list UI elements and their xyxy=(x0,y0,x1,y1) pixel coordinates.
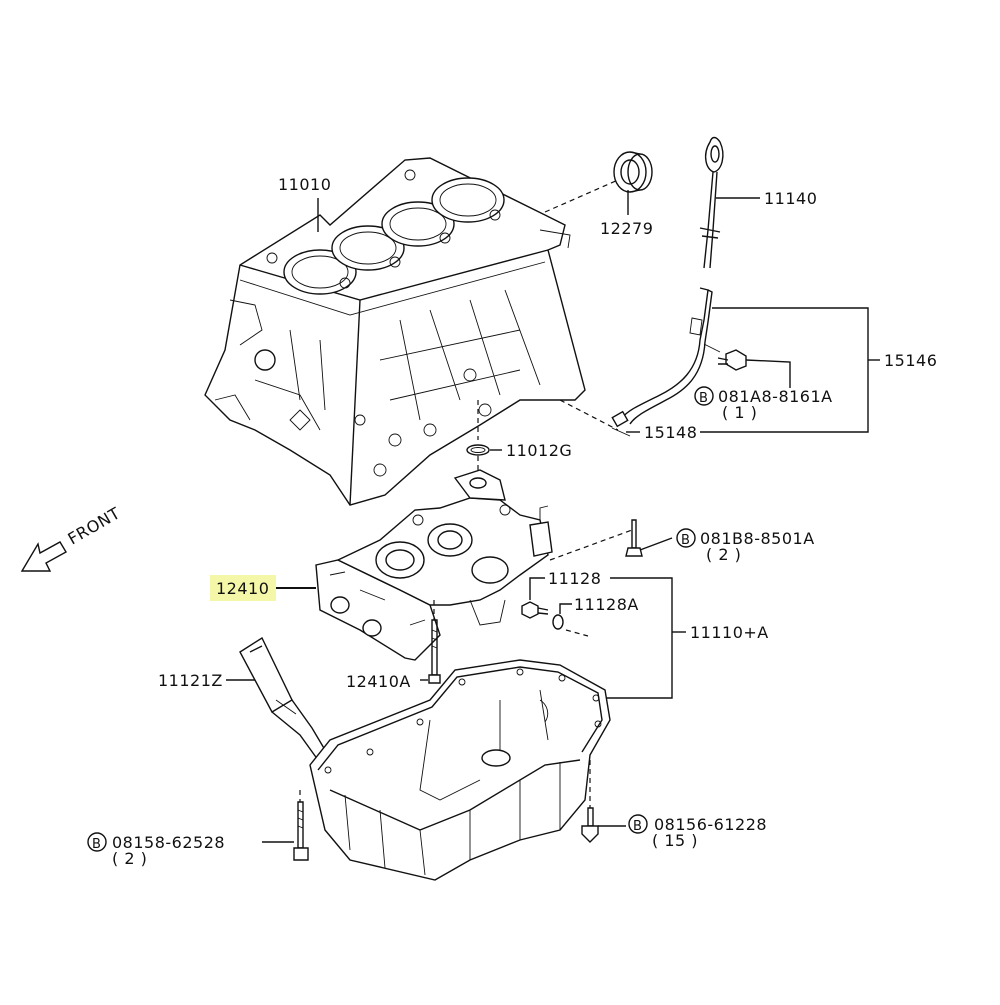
b-mark-08156: B xyxy=(633,819,642,834)
drain-plug-drawing xyxy=(521,601,564,630)
guide-bolt-drawing xyxy=(717,349,747,371)
balancer-bolt-leader xyxy=(639,537,673,551)
pan-bolt-short-drawing xyxy=(581,807,599,843)
dipstick-guide-drawing xyxy=(611,287,721,437)
dipstick-drawing xyxy=(699,136,724,269)
label-12279: 12279 xyxy=(600,219,653,238)
label-08156: 08156-61228 xyxy=(654,815,767,834)
rear-oil-seal-drawing xyxy=(613,151,653,193)
cylinder-block-drawing xyxy=(204,157,586,506)
label-11012G: 11012G xyxy=(506,441,572,460)
label-11010: 11010 xyxy=(278,175,331,194)
oil-pan-drawing xyxy=(309,659,611,881)
b-mark-081B8: B xyxy=(681,533,690,548)
front-label: FRONT xyxy=(65,503,124,548)
label-11110A: 11110+A xyxy=(690,623,769,642)
label-12410A: 12410A xyxy=(346,672,411,691)
qty-081B8: ( 2 ) xyxy=(706,545,741,564)
stud-bolt-drawing xyxy=(428,619,441,684)
label-15148: 15148 xyxy=(644,423,697,442)
highlight-12410 xyxy=(210,575,276,601)
label-15146: 15146 xyxy=(884,351,937,370)
balancer-dashed xyxy=(549,529,633,561)
washer-dashed xyxy=(565,629,589,637)
qty-081A8: ( 1 ) xyxy=(722,403,757,422)
b-mark-icon xyxy=(628,814,648,834)
washer-leader xyxy=(559,603,572,614)
label-081B8: 081B8-8501A xyxy=(700,529,815,548)
balancer-unit-drawing xyxy=(315,469,553,661)
b-mark-081A8: B xyxy=(699,391,708,406)
guide-dashed xyxy=(559,399,619,431)
bracket-15146 xyxy=(700,307,869,433)
b-mark-08158: B xyxy=(92,837,101,852)
front-arrow-icon xyxy=(20,541,67,572)
guide-bolt-leader xyxy=(745,359,791,388)
pan-bolt-long-drawing xyxy=(293,801,309,861)
qty-08156: ( 15 ) xyxy=(652,831,698,850)
balancer-bolt-drawing xyxy=(625,519,643,557)
b-mark-icon xyxy=(694,386,714,406)
label-11121Z: 11121Z xyxy=(158,671,223,690)
label-12410: 12410 xyxy=(216,579,269,598)
oil-strainer-drawing xyxy=(239,636,329,761)
label-11128A: 11128A xyxy=(574,595,639,614)
drain-plug-leader xyxy=(529,577,545,600)
label-081A8: 081A8-8161A xyxy=(718,387,833,406)
b-mark-icon xyxy=(676,528,696,548)
b-mark-icon xyxy=(87,832,107,852)
qty-08158: ( 2 ) xyxy=(112,849,147,868)
seal-leader-dashed xyxy=(544,179,619,213)
bracket-11110A xyxy=(600,577,673,699)
oring-drawing xyxy=(466,444,490,456)
label-11128: 11128 xyxy=(548,569,601,588)
label-08158: 08158-62528 xyxy=(112,833,225,852)
label-11140: 11140 xyxy=(764,189,817,208)
